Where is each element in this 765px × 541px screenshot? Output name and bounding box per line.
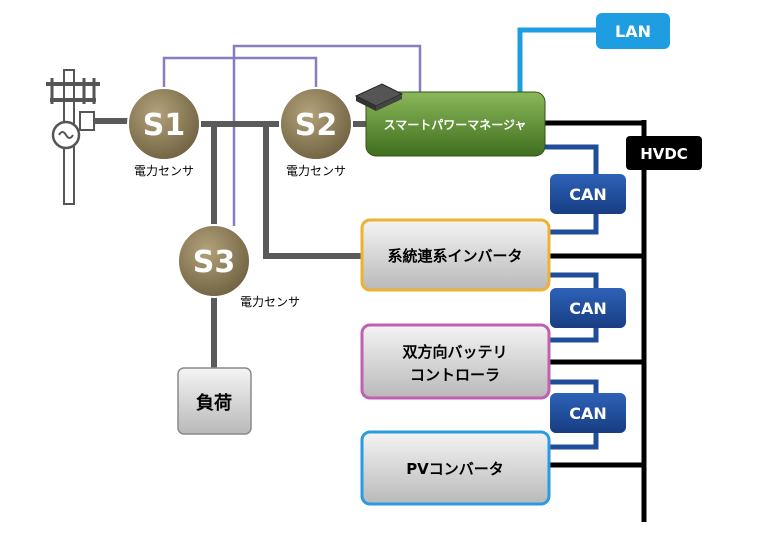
- sensor-s2-caption: 電力センサ: [286, 164, 346, 178]
- pv-converter-box[interactable]: PVコンバータ: [360, 430, 551, 506]
- sensor-s2-label: S2: [295, 108, 337, 143]
- sensor-s1-caption: 電力センサ: [134, 164, 194, 178]
- device-icon: [354, 83, 404, 111]
- sensor-s3: S3 電力センサ: [177, 224, 300, 309]
- hvdc-label-box: HVDC: [626, 136, 702, 170]
- hvdc-label: HVDC: [640, 145, 688, 163]
- smart-power-manager[interactable]: スマートパワーマネージャ: [354, 83, 546, 157]
- load-box[interactable]: 負荷: [177, 367, 252, 435]
- can-box-1: CAN: [550, 174, 626, 214]
- sensor-s3-label: S3: [193, 245, 235, 280]
- sensor-s1-label: S1: [143, 108, 185, 143]
- can-box-3: CAN: [550, 393, 626, 433]
- lan-label: LAN: [615, 22, 651, 41]
- can-box-2: CAN: [550, 288, 626, 328]
- battery-controller-box[interactable]: 双方向バッテリ コントローラ: [360, 323, 551, 400]
- battery-controller-label-line2: コントローラ: [410, 366, 500, 384]
- sensor-signal-lines: [162, 44, 422, 226]
- lan-box: LAN: [596, 13, 670, 49]
- battery-controller-label-line1: 双方向バッテリ: [402, 343, 507, 361]
- can-label-3: CAN: [569, 404, 607, 423]
- dc-bus-lines: [545, 120, 647, 522]
- sensor-s2: S2 電力センサ: [279, 87, 353, 178]
- grid-tie-inverter-box[interactable]: 系統連系インバータ: [360, 218, 551, 292]
- can-label-2: CAN: [569, 299, 607, 318]
- load-label: 負荷: [196, 392, 232, 414]
- sensor-s3-caption: 電力センサ: [240, 295, 300, 309]
- utility-pole-icon: [46, 69, 128, 205]
- sensor-s1: S1 電力センサ: [127, 87, 201, 178]
- grid-tie-inverter-label: 系統連系インバータ: [387, 247, 522, 265]
- can-label-1: CAN: [569, 185, 607, 204]
- lan-link-line: [517, 27, 598, 92]
- pv-converter-label: PVコンバータ: [406, 460, 504, 478]
- smart-power-manager-label: スマートパワーマネージャ: [384, 118, 527, 132]
